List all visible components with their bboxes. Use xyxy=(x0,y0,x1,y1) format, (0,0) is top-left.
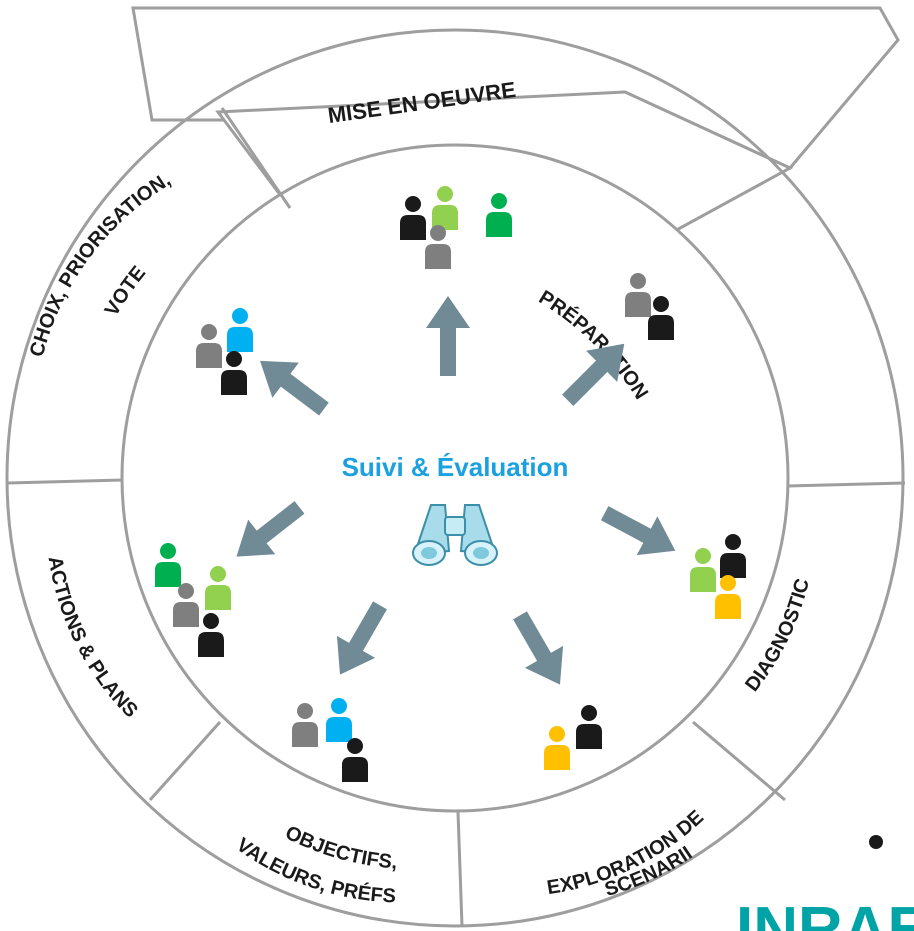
ring-divider-bottom-right xyxy=(692,720,786,802)
cycle-ring xyxy=(5,28,906,928)
ring-divider-left xyxy=(7,478,124,485)
inrae-logo: INRAE xyxy=(736,895,914,931)
ring-divider-bottom-left xyxy=(148,720,222,802)
segment-choix-label-line2: VOTE xyxy=(101,262,150,320)
ring-divider-top-left xyxy=(220,107,292,209)
ring-outer-circle xyxy=(5,28,905,928)
center-title: Suivi & Évaluation xyxy=(342,452,569,482)
ring-divider-bottom xyxy=(456,811,464,927)
bullet-dot xyxy=(869,835,883,849)
ring-inner-circle xyxy=(120,143,790,813)
segment-choix-label-line1: CHOIX, PRIORISATION, xyxy=(26,169,175,360)
segment-actions-label: ACTIONS & PLANS xyxy=(44,555,142,722)
center-block: Suivi & Évaluation xyxy=(342,452,569,566)
ring-divider-right xyxy=(786,481,906,488)
binoculars-icon xyxy=(412,504,498,566)
